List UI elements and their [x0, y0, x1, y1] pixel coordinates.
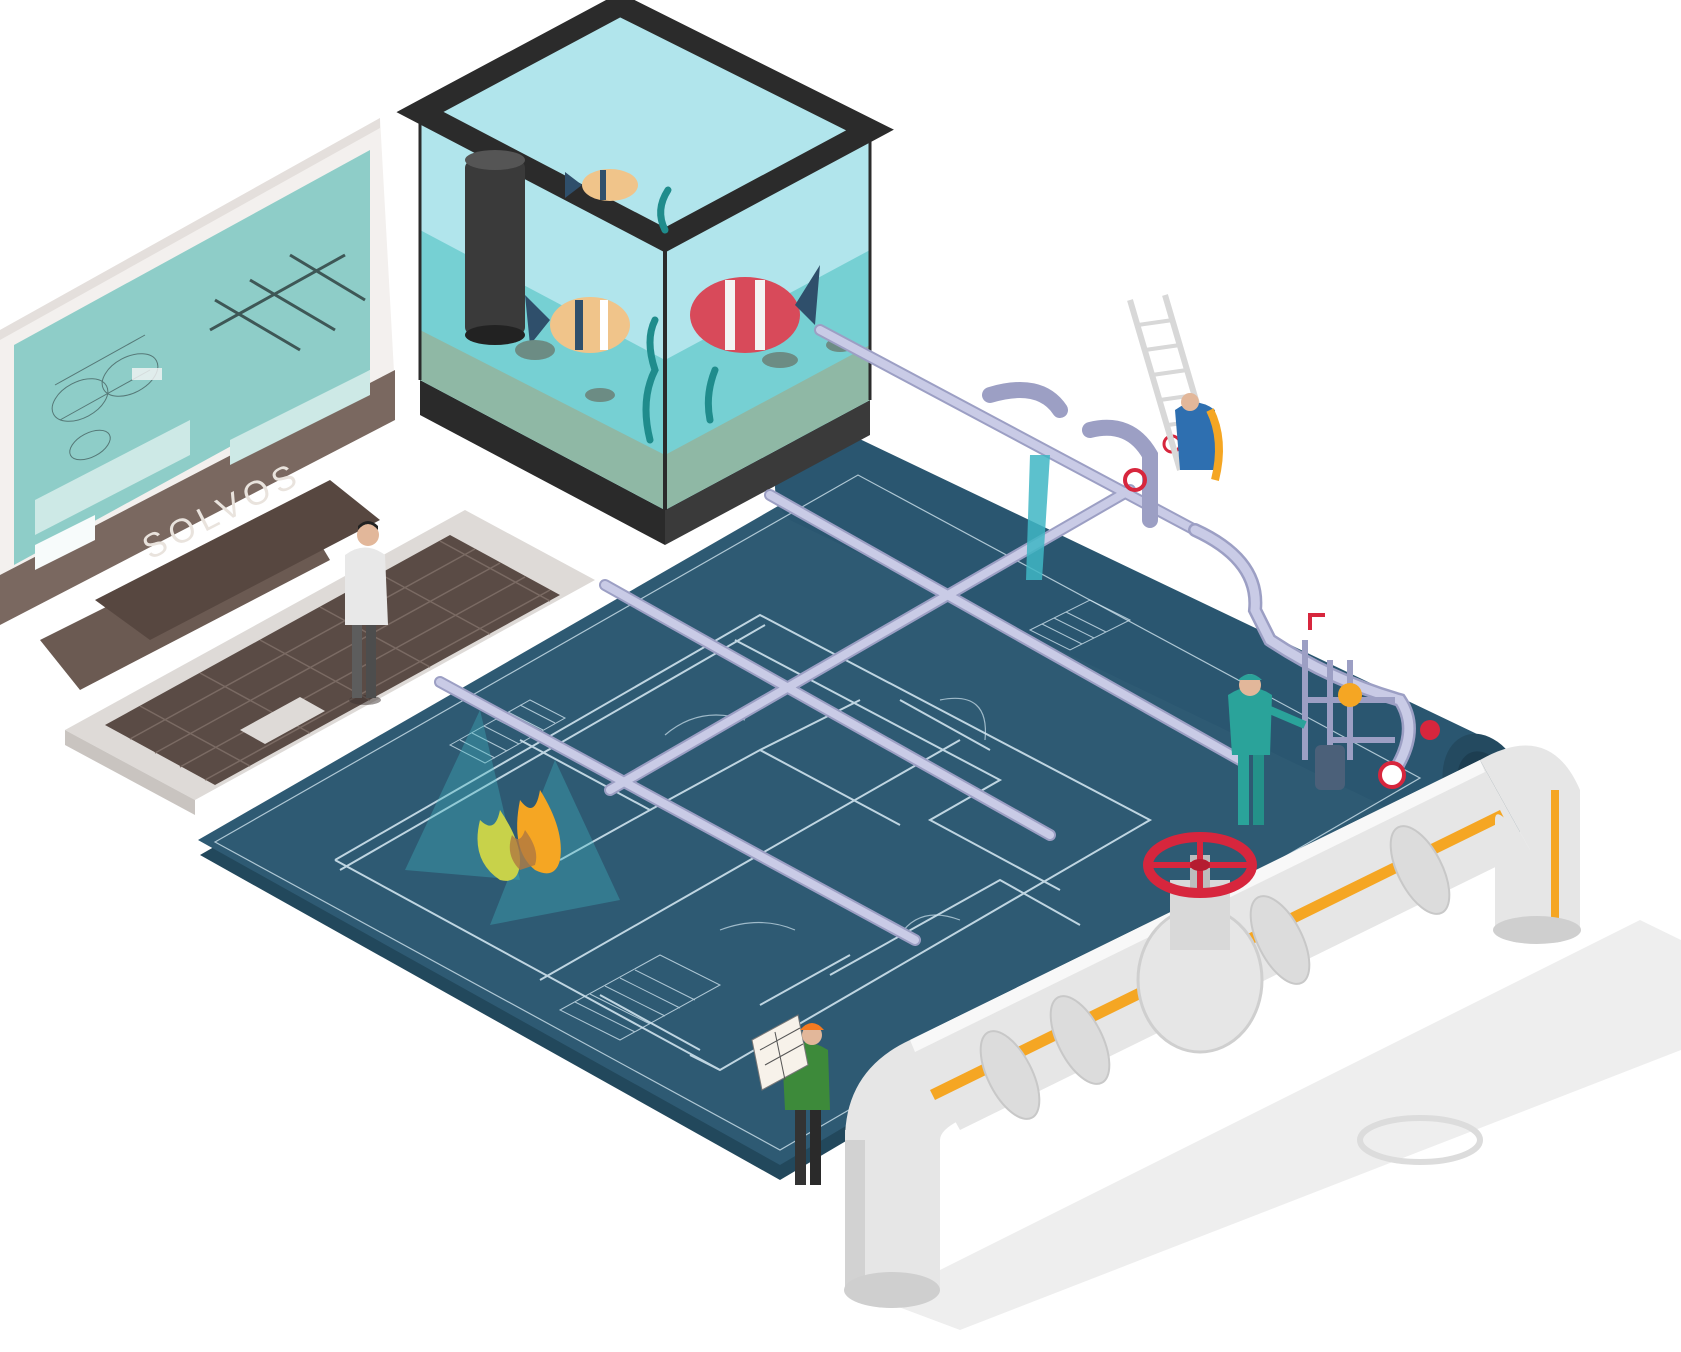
- keyboard: [65, 510, 595, 815]
- worker-icon: [751, 1014, 830, 1185]
- monitor-screen: [14, 150, 370, 565]
- valve-wheel-icon: [1143, 832, 1257, 898]
- flame-icon: [477, 790, 561, 881]
- computer-monitor: SOLVOS: [0, 118, 395, 690]
- wheel-shadow: [1357, 1115, 1483, 1165]
- paper-plan: [751, 1014, 809, 1091]
- sprinkler-pipes: [434, 324, 1416, 946]
- fish-icon: [565, 169, 638, 201]
- water-stream: [1026, 455, 1050, 580]
- blueprint-sheet: [198, 420, 1528, 1180]
- fish-icon: [525, 295, 630, 353]
- worker-icon: [1175, 393, 1223, 481]
- gauge-icon: [1315, 683, 1406, 790]
- main-pipeline: [844, 745, 1581, 1308]
- fish-icon: [690, 265, 820, 353]
- ground-shadow: [880, 920, 1681, 1330]
- monitor-bezel-bottom: [0, 370, 395, 625]
- aquarium-icon: [396, 0, 894, 545]
- worker-icon: [345, 521, 388, 705]
- worker-icon: [1228, 674, 1307, 825]
